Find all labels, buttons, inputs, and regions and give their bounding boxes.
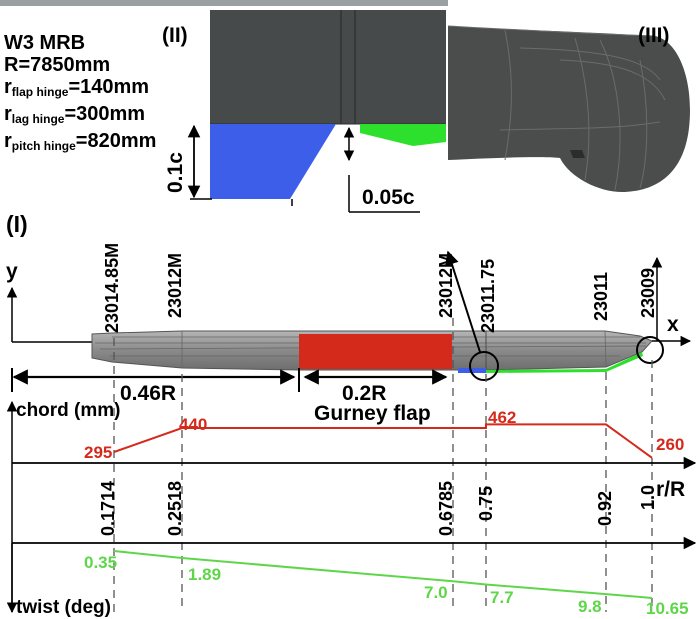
station-0.2518: 0.2518 bbox=[165, 481, 185, 536]
dim-0.05c: 0.05c bbox=[362, 186, 415, 209]
airfoil-label-2: 23012M bbox=[165, 253, 185, 318]
green-flap-marker bbox=[486, 352, 643, 373]
station-0.92: 0.92 bbox=[595, 491, 615, 526]
airfoil-label-5: 23011 bbox=[591, 272, 611, 321]
chord-value-295: 295 bbox=[84, 443, 112, 462]
green-flap bbox=[360, 124, 446, 146]
axis-x-label: x bbox=[667, 313, 679, 336]
station-0.6785: 0.6785 bbox=[436, 481, 456, 536]
airfoil-label-1: 23014.85M bbox=[102, 243, 122, 333]
chord-value-462: 462 bbox=[488, 408, 516, 427]
blade-tip-render bbox=[447, 25, 690, 193]
station-0.1714: 0.1714 bbox=[98, 481, 118, 536]
station-1.0: 1.0 bbox=[638, 485, 658, 510]
rotor-name: W3 MRB bbox=[4, 32, 86, 54]
twist-value-7.0: 7.0 bbox=[424, 583, 448, 602]
axis-rR-label: r/R bbox=[656, 478, 685, 501]
airfoil-label-6: 23009 bbox=[638, 268, 658, 318]
callout-circle-flap bbox=[469, 351, 499, 381]
dim-0.1c: 0.1c bbox=[164, 152, 187, 193]
top-rule bbox=[0, 0, 448, 6]
gurney-detail-panel: 0.1c 0.05c bbox=[164, 10, 446, 213]
twist-distribution-line bbox=[113, 550, 653, 599]
pitch-hinge-spec: rpitch hinge=820mm bbox=[4, 130, 157, 153]
blade-section-dark bbox=[210, 10, 446, 124]
chord-distribution-line bbox=[113, 423, 653, 459]
airfoil-label-4: 23011.75 bbox=[478, 259, 498, 333]
axis-y-label: y bbox=[6, 260, 18, 283]
blue-flap-marker bbox=[458, 368, 486, 373]
axis-chord-label: chord (mm) bbox=[16, 400, 121, 421]
twist-value-1.89: 1.89 bbox=[188, 565, 221, 584]
rotor-specs: W3 MRB R=7850mm rflap hinge=140mm rlag h… bbox=[4, 32, 156, 157]
twist-value-7.7: 7.7 bbox=[490, 588, 514, 607]
label-panel-III: (III) bbox=[638, 24, 670, 47]
label-panel-II: (II) bbox=[162, 24, 188, 47]
chord-value-440: 440 bbox=[179, 415, 207, 434]
station-0.75: 0.75 bbox=[476, 486, 496, 521]
callout-circle-tip bbox=[636, 336, 664, 364]
airfoil-label-3: 23012M bbox=[436, 253, 456, 318]
span-inboard-label: 0.46R bbox=[120, 382, 176, 405]
flap-hinge-spec: rflap hinge=140mm bbox=[4, 76, 150, 99]
lag-hinge-spec: rlag hinge=300mm bbox=[4, 103, 146, 126]
twist-value-0.35: 0.35 bbox=[84, 553, 117, 572]
rotor-radius: R=7850mm bbox=[4, 54, 111, 76]
label-panel-I: (I) bbox=[6, 211, 28, 237]
twist-value-10.65: 10.65 bbox=[646, 599, 689, 618]
span-flap-label: 0.2R bbox=[342, 382, 386, 405]
blue-flap bbox=[210, 124, 336, 199]
gurney-flap-name: Gurney flap bbox=[314, 402, 431, 425]
chord-value-260: 260 bbox=[656, 435, 684, 454]
axis-twist-label: twist (deg) bbox=[16, 597, 111, 618]
twist-value-9.8: 9.8 bbox=[578, 597, 602, 616]
gurney-flap-region bbox=[299, 334, 452, 369]
